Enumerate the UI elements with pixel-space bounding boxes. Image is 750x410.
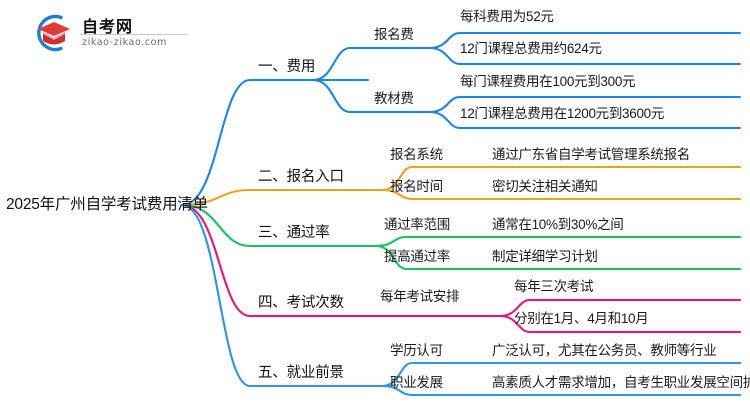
subnode-degree-recognition[interactable]: 学历认可 xyxy=(390,343,443,358)
leaf-watch-notices[interactable]: 密切关注相关通知 xyxy=(492,179,598,194)
branch-node-exam-count[interactable]: 四、考试次数 xyxy=(258,295,344,311)
site-logo: 自考网 zikao-zikao.com xyxy=(30,12,190,54)
mindmap-root-node[interactable]: 2025年广州自学考试费用清单 xyxy=(6,196,208,213)
graduation-cap-icon xyxy=(37,14,70,52)
subnode-textbook-fee[interactable]: 教材费 xyxy=(374,91,414,106)
leaf-widely-recognized[interactable]: 广泛认可，尤其在公务员、教师等行业 xyxy=(492,343,717,358)
leaf-talent-demand[interactable]: 高素质人才需求增加，自考生职业发展空间扩大 xyxy=(492,375,750,390)
subnode-pass-rate-range[interactable]: 通过率范围 xyxy=(384,217,450,232)
leaf-study-plan[interactable]: 制定详细学习计划 xyxy=(492,249,598,264)
subnode-career-development[interactable]: 职业发展 xyxy=(390,375,443,390)
logo-domain: zikao-zikao.com xyxy=(82,37,167,48)
branch-node-career-prospects[interactable]: 五、就业前景 xyxy=(258,365,344,381)
leaf-textbook-twelve-courses[interactable]: 12门课程总费用在1200元到3600元 xyxy=(460,106,665,121)
leaf-fee-per-subject[interactable]: 每科费用为52元 xyxy=(460,9,554,24)
leaf-guangdong-system[interactable]: 通过广东省自学考试管理系统报名 xyxy=(492,147,690,162)
subnode-registration-fee[interactable]: 报名费 xyxy=(374,27,414,42)
logo-divider xyxy=(80,34,188,35)
branch-node-fee[interactable]: 一、费用 xyxy=(258,59,316,75)
leaf-exam-months[interactable]: 分别在1月、4月和10月 xyxy=(514,311,649,326)
branch-node-registration-entry[interactable]: 二、报名入口 xyxy=(258,169,344,185)
leaf-textbook-per-course[interactable]: 每门课程费用在100元到300元 xyxy=(460,74,636,89)
subnode-annual-exam-schedule[interactable]: 每年考试安排 xyxy=(380,289,460,304)
branch-node-pass-rate[interactable]: 三、通过率 xyxy=(258,225,330,241)
subnode-improve-pass-rate[interactable]: 提高通过率 xyxy=(384,249,450,264)
logo-name: 自考网 xyxy=(82,17,134,36)
leaf-pass-rate-value[interactable]: 通常在10%到30%之间 xyxy=(492,217,624,232)
subnode-registration-time[interactable]: 报名时间 xyxy=(390,179,443,194)
subnode-registration-system[interactable]: 报名系统 xyxy=(390,147,443,162)
leaf-three-exams-per-year[interactable]: 每年三次考试 xyxy=(514,279,594,294)
leaf-fee-twelve-courses[interactable]: 12门课程总费用约624元 xyxy=(460,41,602,56)
